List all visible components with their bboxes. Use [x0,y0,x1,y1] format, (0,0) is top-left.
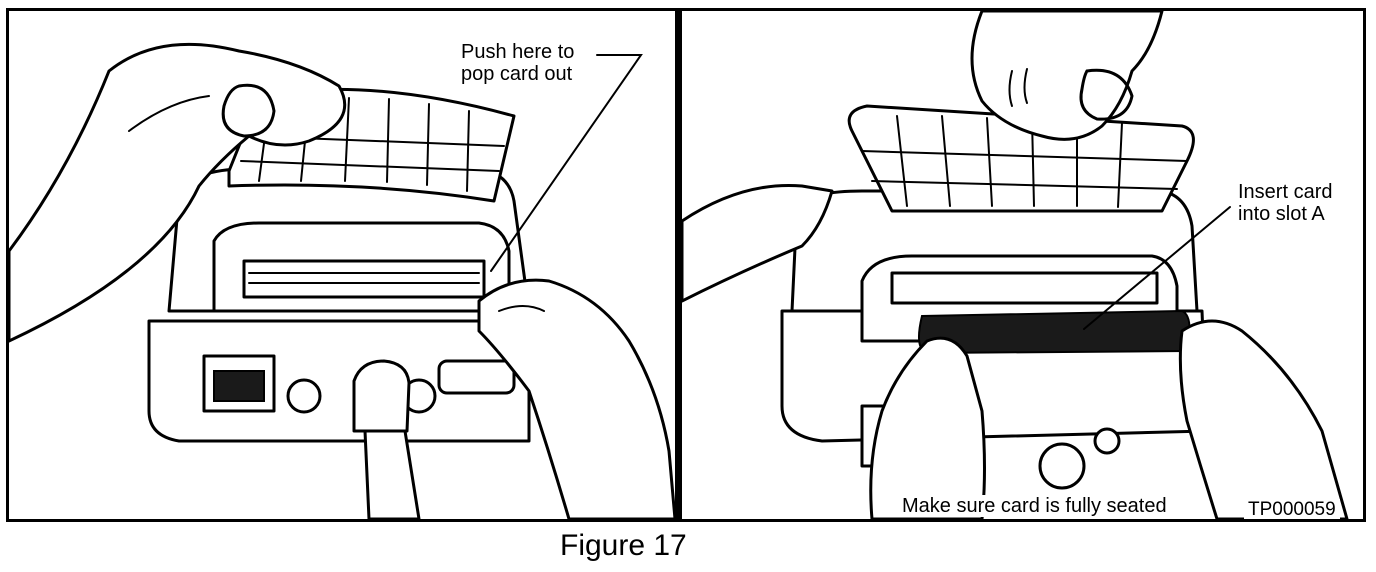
cable-connector [352,359,411,433]
ethernet-jack [213,370,265,402]
left-hand-holding-card [869,336,986,519]
seating-note: Make sure card is fully seated [898,495,1171,517]
left-illustration-panel: Push here to pop card out [6,8,678,522]
cable [363,429,421,519]
push-callout: Push here to pop card out [461,41,575,85]
top-hand [970,11,1164,141]
left-thumbnail [221,83,276,138]
card-removal-drawing [9,42,675,519]
top-thumbnail [1079,68,1134,121]
figure-code: TP000059 [1244,499,1340,519]
card-insertion-drawing [682,11,1349,519]
callout-leader-right [1083,206,1231,330]
thumbscrew [1093,427,1121,455]
figure-caption: Figure 17 [560,529,687,562]
slot-contacts [242,259,486,299]
callout-leader-left [490,54,643,272]
left-hand [9,42,347,343]
insert-callout: Insert card into slot A [1238,181,1333,225]
slot-rail [890,271,1159,305]
right-illustration-panel: Insert card into slot A Make sure card i… [678,8,1366,522]
serial-port [437,359,516,395]
cable-connector [1038,442,1086,490]
left-arm [682,183,834,303]
right-hand [477,278,675,519]
right-hand-holding-card [1178,319,1349,519]
left-thumbscrew [286,378,322,414]
